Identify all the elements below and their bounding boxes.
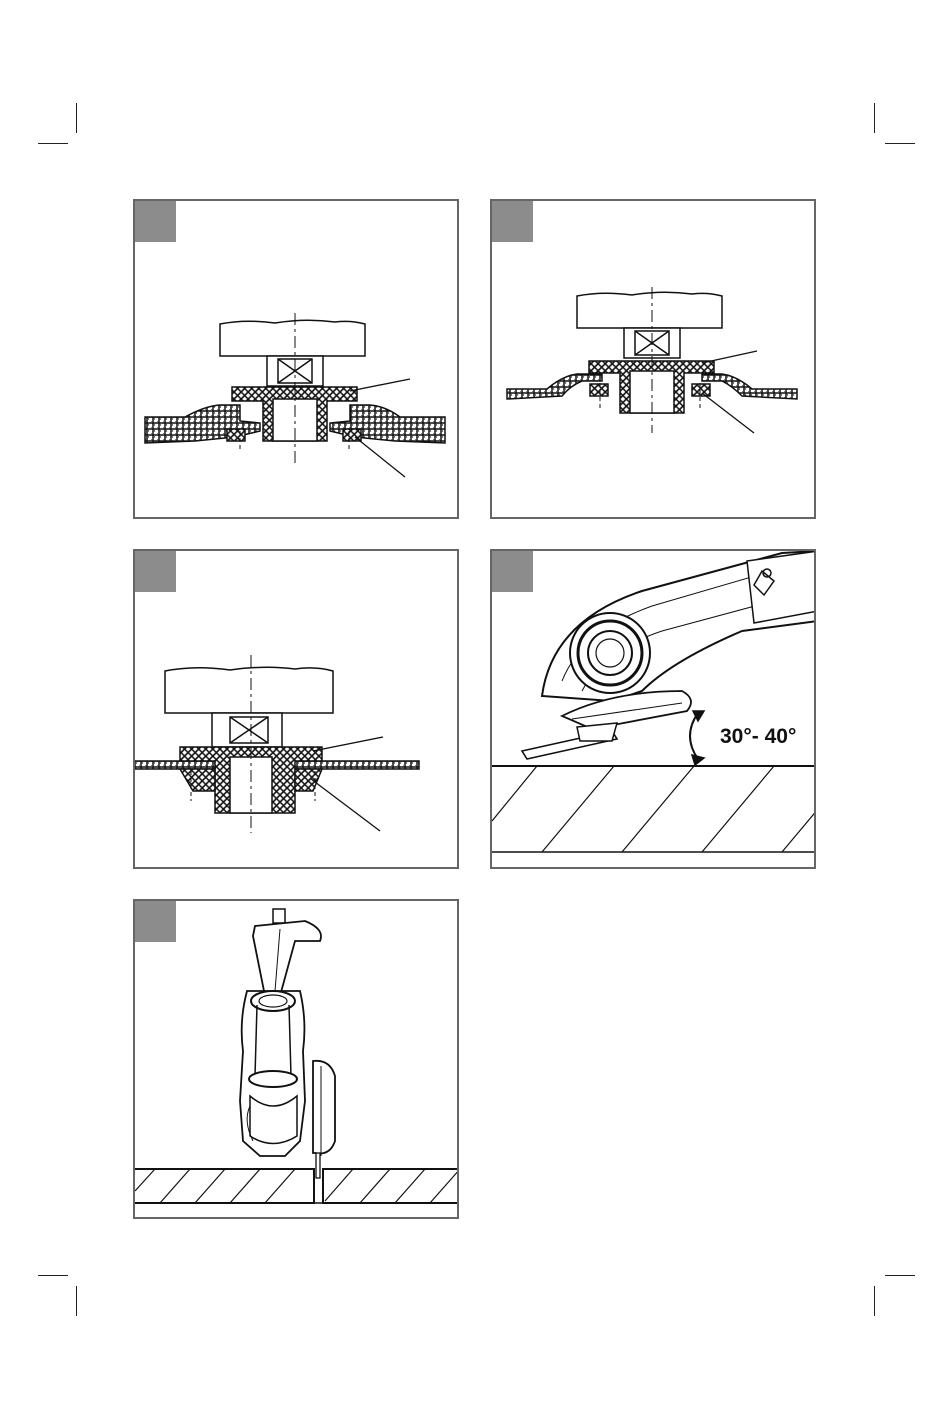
flange-diagram-1: [135, 201, 459, 519]
cutting-illustration: [135, 901, 459, 1219]
figure-2-panel: [490, 199, 816, 519]
figure-1-panel: [133, 199, 459, 519]
flange-diagram-3: [135, 551, 459, 869]
figure-5-panel: [133, 899, 459, 1219]
crop-mark: [76, 103, 77, 133]
figure-4-panel: 30°- 40°: [490, 549, 816, 869]
crop-mark: [38, 143, 68, 144]
grinding-angle-illustration: [492, 551, 816, 869]
angle-label: 30°- 40°: [720, 725, 796, 749]
crop-mark: [885, 143, 915, 144]
figure-3-panel: [133, 549, 459, 869]
crop-mark: [76, 1286, 77, 1316]
crop-mark: [874, 103, 875, 133]
crop-mark: [38, 1275, 68, 1276]
crop-mark: [874, 1286, 875, 1316]
crop-mark: [885, 1275, 915, 1276]
flange-diagram-2: [492, 201, 816, 519]
